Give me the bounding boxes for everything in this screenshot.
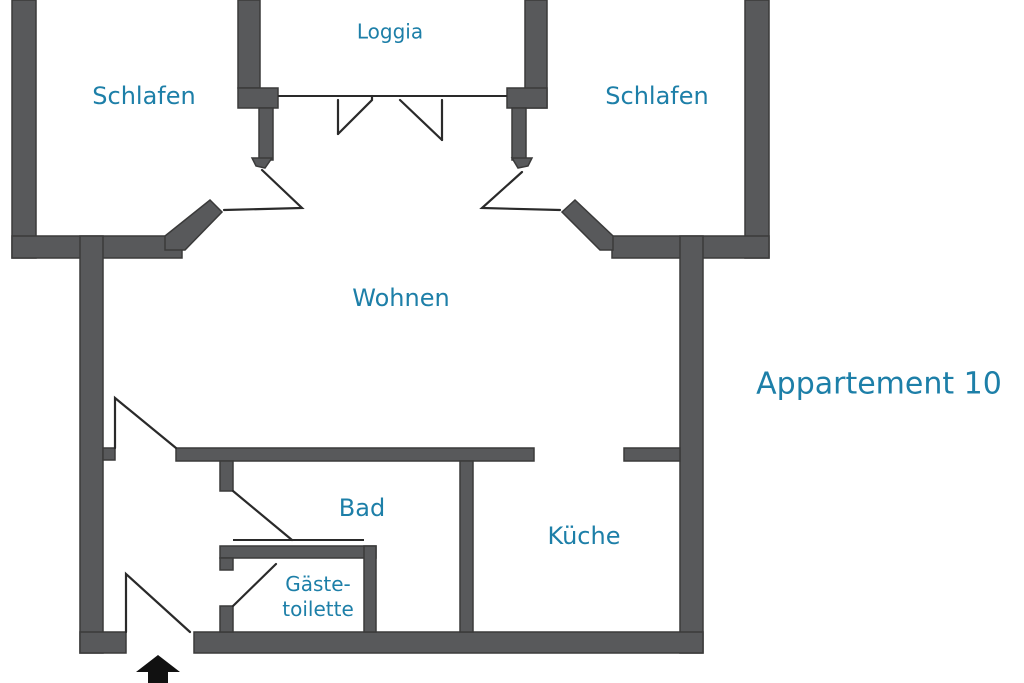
apartment-title: Appartement 10 — [756, 366, 1002, 402]
door-wc — [231, 562, 278, 608]
door-bath — [231, 489, 294, 542]
door-bedroom-right — [479, 170, 562, 212]
wall-kitchen-top-right — [623, 447, 681, 462]
room-label-gaeste-line1: Gäste- — [285, 572, 351, 596]
wall-wc-right — [363, 545, 377, 633]
room-label-bad: Bad — [338, 494, 386, 522]
wall-apartment-bottom-left — [79, 631, 127, 654]
wall-stub-left — [258, 107, 274, 161]
wall-stub-right-end — [510, 157, 534, 169]
wall-interior-stub-left — [102, 447, 116, 461]
wall-stub-left-end — [250, 157, 274, 169]
wall-stub-right — [511, 107, 527, 161]
door-entrance — [124, 571, 192, 634]
wall-right-bedroom-outer — [744, 0, 770, 259]
entrance-arrow-icon — [136, 655, 180, 683]
room-label-wohnen: Wohnen — [352, 284, 450, 312]
wall-left-bedroom-outer — [11, 0, 37, 259]
room-label-schlafen-left: Schlafen — [92, 82, 196, 110]
wall-loggia-left — [237, 0, 261, 89]
wall-loggia-left-jamb — [237, 87, 279, 109]
wall-left-bedroom-corner — [164, 198, 224, 251]
door-loggia-right — [398, 98, 444, 142]
door-loggia-left — [336, 94, 374, 136]
wall-apartment-left — [79, 235, 104, 654]
wall-wc-left-mid — [219, 557, 234, 571]
room-label-loggia: Loggia — [356, 19, 424, 44]
room-label-gaestetoilette: Gäste- toilette — [282, 572, 353, 622]
wall-apartment-bottom-right — [193, 631, 704, 654]
wall-wc-top — [219, 545, 377, 559]
room-label-schlafen-right: Schlafen — [605, 82, 709, 110]
wall-right-bedroom-corner — [560, 198, 614, 251]
wall-bath-top — [175, 447, 535, 462]
wall-apartment-right — [679, 235, 704, 654]
room-label-gaeste-line2: toilette — [282, 597, 354, 621]
door-hall — [113, 395, 178, 450]
door-bedroom-left — [222, 168, 305, 212]
wall-bath-left-upper — [219, 460, 234, 492]
room-label-kueche: Küche — [547, 522, 621, 550]
wall-wc-left-lower — [219, 605, 234, 633]
wall-loggia-right-jamb — [506, 87, 548, 109]
wall-bath-kitchen — [459, 460, 474, 633]
